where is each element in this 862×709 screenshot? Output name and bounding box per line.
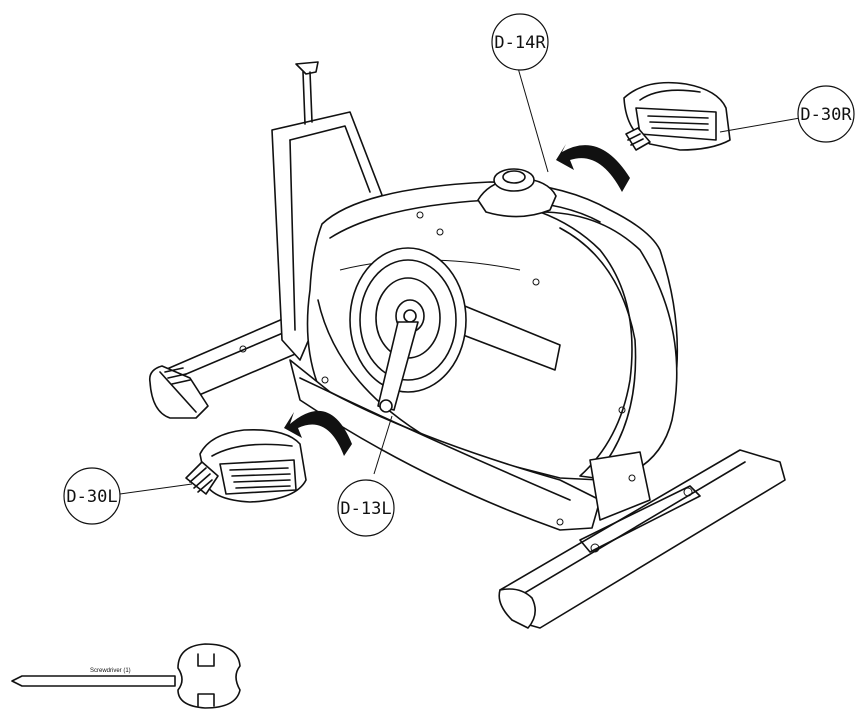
leader-line-d30r (719, 117, 801, 133)
callout-label: D-30L (66, 487, 117, 507)
arrow-icon-right (556, 144, 630, 192)
callout-label: D-13L (340, 499, 391, 519)
screwdriver-tool: Screwdriver (1) (11, 643, 241, 709)
rear-stabilizer (148, 317, 301, 419)
leader-line-d14r (517, 67, 549, 173)
flywheel-housing (289, 181, 679, 531)
tool-label: Screwdriver (1) (90, 668, 131, 674)
callout-d14r: D-14R (491, 13, 549, 71)
callout-label: D-30R (800, 105, 852, 125)
callout-label: D-14R (494, 33, 546, 53)
leader-line-d30l (119, 483, 193, 495)
callout-d30l: D-30L (63, 467, 121, 525)
top-cap (477, 168, 557, 218)
crank-assembly (349, 247, 467, 413)
leader-line-d13l (373, 415, 393, 475)
arrow-icon-left (284, 410, 352, 456)
callout-d30r: D-30R (797, 85, 855, 143)
left-pedal (185, 428, 307, 503)
front-stabilizer (498, 449, 786, 629)
right-pedal (623, 81, 731, 151)
callout-d13l: D-13L (337, 479, 395, 537)
